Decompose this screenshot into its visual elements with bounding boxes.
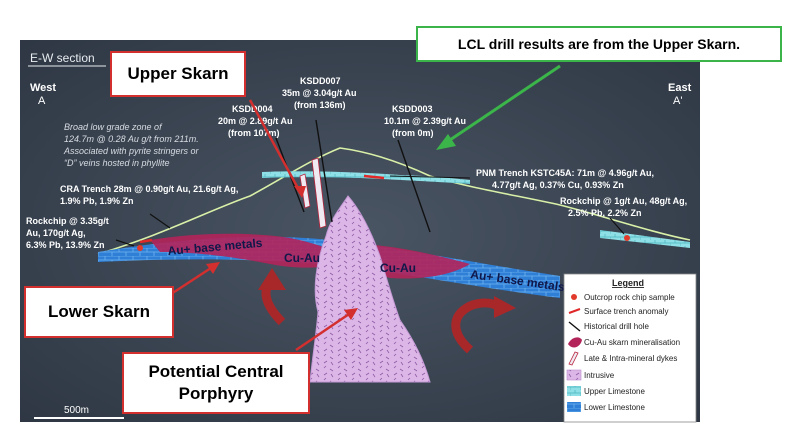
drill-line-icon <box>568 321 581 332</box>
annotation-rockchip-west: Rockchip @ 3.35g/t Au, 170g/t Ag, 6.3% P… <box>26 216 109 250</box>
annotation-pnm-trench: PNM Trench KSTC45A: 71m @ 4.96g/t Au, 4.… <box>476 168 654 190</box>
svg-text:10.1m @ 2.39g/t Au: 10.1m @ 2.39g/t Au <box>384 116 466 126</box>
pointer-lcl-head <box>436 134 456 150</box>
svg-text:35m @ 3.04g/t Au: 35m @ 3.04g/t Au <box>282 88 356 98</box>
annotation-ksdd007: KSDD007 35m @ 3.04g/t Au (from 136m) <box>282 76 356 110</box>
pointer-porphyry <box>295 310 353 352</box>
pointer-porphyry-head <box>344 308 358 320</box>
annotation-broad-zone: Broad low grade zone of 124.7m @ 0.28 Au… <box>63 122 200 168</box>
callout-porphyry-line2: Porphyry <box>178 384 254 403</box>
svg-text:4.77g/t Ag, 0.37% Cu, 0.93% Zn: 4.77g/t Ag, 0.37% Cu, 0.93% Zn <box>492 180 624 190</box>
pointer-lower-skarn-head <box>206 262 220 274</box>
callout-upper-skarn: Upper Skarn <box>110 51 246 97</box>
callout-porphyry-line1: Potential Central <box>148 362 284 381</box>
pointer-upper-skarn-head <box>294 186 306 198</box>
upper-limestone-east <box>600 230 690 248</box>
scale-label: 500m <box>64 405 89 416</box>
intrusive-swatch-icon <box>566 369 582 381</box>
red-dot-icon <box>571 294 577 300</box>
drill-hole-ksdd007 <box>315 119 333 223</box>
skarn-swatch-icon <box>568 337 582 348</box>
leader-pnm <box>389 175 471 179</box>
callout-lcl-text: LCL drill results are from the Upper Ska… <box>457 36 741 52</box>
legend: Legend Outcrop rock chip sample Surface … <box>563 273 697 423</box>
svg-text:Rockchip @ 1g/t Au, 48g/t Ag,: Rockchip @ 1g/t Au, 48g/t Ag, <box>560 196 687 206</box>
drill-hole-ksdd003 <box>397 139 431 233</box>
legend-item-rockchip: Outcrop rock chip sample <box>584 293 675 302</box>
svg-text:6.3% Pb, 13.9% Zn: 6.3% Pb, 13.9% Zn <box>26 240 105 250</box>
callout-porphyry: Potential Central Porphyry <box>122 352 310 414</box>
upper-limestone-swatch-icon <box>567 386 581 396</box>
legend-title: Legend <box>612 278 644 288</box>
arrow-west-head <box>258 268 286 290</box>
svg-text:20m @ 2.89g/t Au: 20m @ 2.89g/t Au <box>218 116 292 126</box>
lower-limestone-swatch-icon <box>567 402 581 412</box>
topography-line <box>97 147 691 255</box>
label-cu-au-right: Cu-Au <box>380 261 416 275</box>
callout-upper-skarn-text: Upper Skarn <box>127 64 229 83</box>
svg-text:“D” veins hosted in phyllite: “D” veins hosted in phyllite <box>64 158 170 168</box>
west-letter: A <box>38 95 46 107</box>
leader-cra <box>149 213 171 229</box>
annotation-rockchip-east: Rockchip @ 1g/t Au, 48g/t Ag, 2.5% Pb, 2… <box>560 196 687 218</box>
svg-text:Associated with pyrite stringe: Associated with pyrite stringers or <box>63 146 200 156</box>
rockchip-west-sample <box>137 245 143 251</box>
svg-text:2.5% Pb, 2.2% Zn: 2.5% Pb, 2.2% Zn <box>568 208 642 218</box>
dyke-2 <box>299 173 311 209</box>
svg-text:KSDD004: KSDD004 <box>232 104 273 114</box>
svg-text:124.7m @ 0.28 Au g/t from 211m: 124.7m @ 0.28 Au g/t from 211m. <box>64 134 199 144</box>
svg-text:KSDD007: KSDD007 <box>300 76 341 86</box>
legend-item-drill: Historical drill hole <box>584 322 649 331</box>
pointer-upper-skarn <box>248 99 302 193</box>
legend-item-dykes: Late & Intra-mineral dykes <box>584 354 677 363</box>
svg-text:Broad low grade zone of: Broad low grade zone of <box>64 122 163 132</box>
dyke-swatch-icon <box>568 351 579 366</box>
svg-text:KSDD003: KSDD003 <box>392 104 433 114</box>
trench-pnm <box>363 174 385 180</box>
dyke-1 <box>311 157 327 229</box>
arrow-east-curve <box>451 298 501 354</box>
svg-text:(from 136m): (from 136m) <box>294 100 346 110</box>
svg-text:(from 0m): (from 0m) <box>392 128 434 138</box>
svg-text:Au, 170g/t Ag,: Au, 170g/t Ag, <box>26 228 86 238</box>
callout-lcl: LCL drill results are from the Upper Ska… <box>416 26 782 62</box>
east-letter: A' <box>673 95 682 107</box>
svg-text:(from 107m): (from 107m) <box>228 128 280 138</box>
rockchip-east-sample <box>624 235 630 241</box>
west-label: West <box>30 82 56 94</box>
trench-cra <box>139 238 153 244</box>
pointer-lcl <box>443 64 561 146</box>
legend-item-intrusive: Intrusive <box>584 371 615 380</box>
label-cu-au-left: Cu-Au <box>284 251 320 265</box>
leader-rockchip-west <box>115 239 135 247</box>
skarn-east <box>360 244 470 279</box>
annotation-cra-trench: CRA Trench 28m @ 0.90g/t Au, 21.6g/t Ag,… <box>60 184 238 206</box>
intrusive-body <box>309 195 431 383</box>
svg-text:Rockchip @ 3.35g/t: Rockchip @ 3.35g/t <box>26 216 109 226</box>
legend-item-skarn: Cu-Au skarn mineralisation <box>584 338 680 347</box>
annotation-ksdd003: KSDD003 10.1m @ 2.39g/t Au (from 0m) <box>384 104 466 138</box>
red-dash-icon <box>568 308 581 314</box>
legend-item-trench: Surface trench anomaly <box>584 307 669 316</box>
arrow-east-head <box>494 296 516 318</box>
annotation-ksdd004: KSDD004 20m @ 2.89g/t Au (from 107m) <box>218 104 292 138</box>
svg-text:PNM Trench KSTC45A: 71m @ 4.96: PNM Trench KSTC45A: 71m @ 4.96g/t Au, <box>476 168 654 178</box>
svg-text:1.9% Pb, 1.9% Zn: 1.9% Pb, 1.9% Zn <box>60 196 134 206</box>
callout-lower-skarn-text: Lower Skarn <box>47 302 151 321</box>
leader-rockchip-east <box>609 217 625 235</box>
callout-lower-skarn: Lower Skarn <box>24 286 174 338</box>
legend-item-upper-limestone: Upper Limestone <box>584 387 645 396</box>
section-title: E-W section <box>30 51 95 65</box>
svg-text:CRA Trench 28m @ 0.90g/t Au, 2: CRA Trench 28m @ 0.90g/t Au, 21.6g/t Ag, <box>60 184 238 194</box>
skarn-west <box>150 233 350 268</box>
legend-item-lower-limestone: Lower Limestone <box>584 403 645 412</box>
east-label: East <box>668 82 692 94</box>
